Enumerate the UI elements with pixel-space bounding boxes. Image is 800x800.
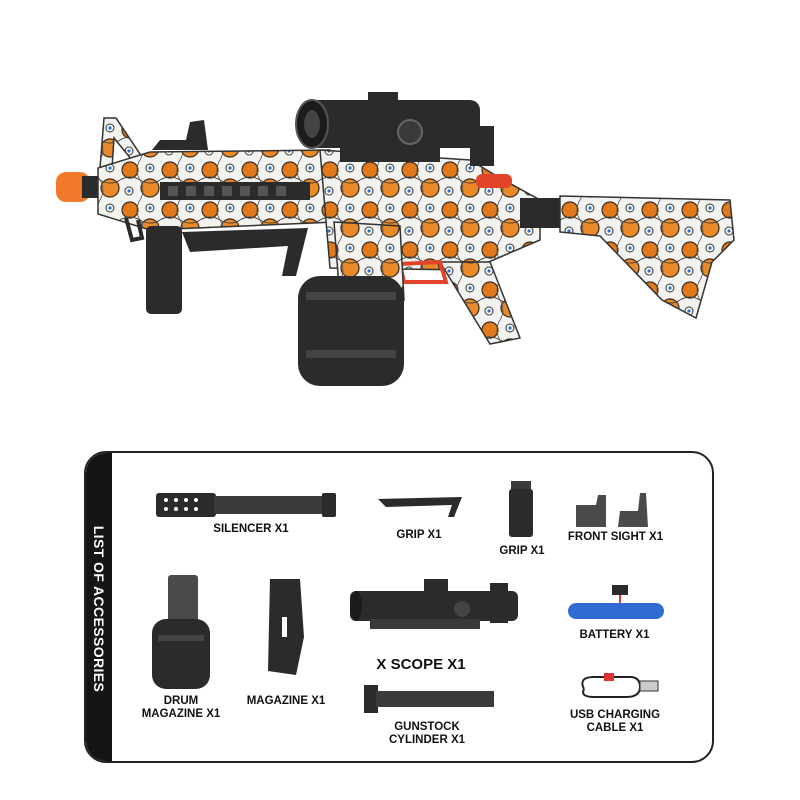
panel-title: LIST OF ACCESSORIES xyxy=(91,525,107,693)
drum-magazine xyxy=(298,276,404,386)
sling-loop xyxy=(124,217,145,243)
vertical-grip-label: GRIP X1 xyxy=(499,545,545,557)
battery-icon xyxy=(568,583,666,621)
drum-magazine-icon xyxy=(148,573,214,691)
battery-label: BATTERY X1 xyxy=(579,629,650,641)
usb-cable-label: USB CHARGING CABLE X1 xyxy=(569,709,661,734)
silencer-label: SILENCER X1 xyxy=(213,523,289,535)
angled-foregrip xyxy=(182,228,308,276)
magazine-label: MAGAZINE X1 xyxy=(246,695,326,707)
vertical-grip-icon xyxy=(509,479,533,539)
toy-blaster-product-image xyxy=(56,92,735,386)
accessories-panel: LIST OF ACCESSORIES SILENCER X1 GRIP X1 … xyxy=(84,451,714,763)
angled-grip-icon xyxy=(378,495,462,519)
front-sight-icon xyxy=(574,491,652,529)
pistol-grip xyxy=(438,261,522,345)
scope-icon xyxy=(350,573,520,641)
drum-magazine-label: DRUM MAGAZINE X1 xyxy=(141,695,221,720)
usb-cable-icon xyxy=(574,669,660,703)
gunstock-cylinder-icon xyxy=(364,685,494,713)
front-sight-label: FRONT SIGHT X1 xyxy=(567,531,664,543)
side-rail xyxy=(160,182,310,200)
silencer-icon xyxy=(156,491,341,519)
panel-side-bar: LIST OF ACCESSORIES xyxy=(86,453,112,761)
scope-label: X SCOPE X1 xyxy=(376,656,466,673)
charging-button xyxy=(476,174,512,188)
stock xyxy=(559,195,735,320)
magazine-icon xyxy=(264,577,306,677)
flip-up-sight xyxy=(152,120,208,150)
gunstock-cylinder-label: GUNSTOCK CYLINDER X1 xyxy=(388,721,466,746)
scope xyxy=(295,92,494,166)
vertical-grip xyxy=(146,226,182,314)
muzzle-tip xyxy=(56,172,102,202)
buffer-tube xyxy=(520,198,564,228)
angled-grip-label: GRIP X1 xyxy=(396,529,442,541)
